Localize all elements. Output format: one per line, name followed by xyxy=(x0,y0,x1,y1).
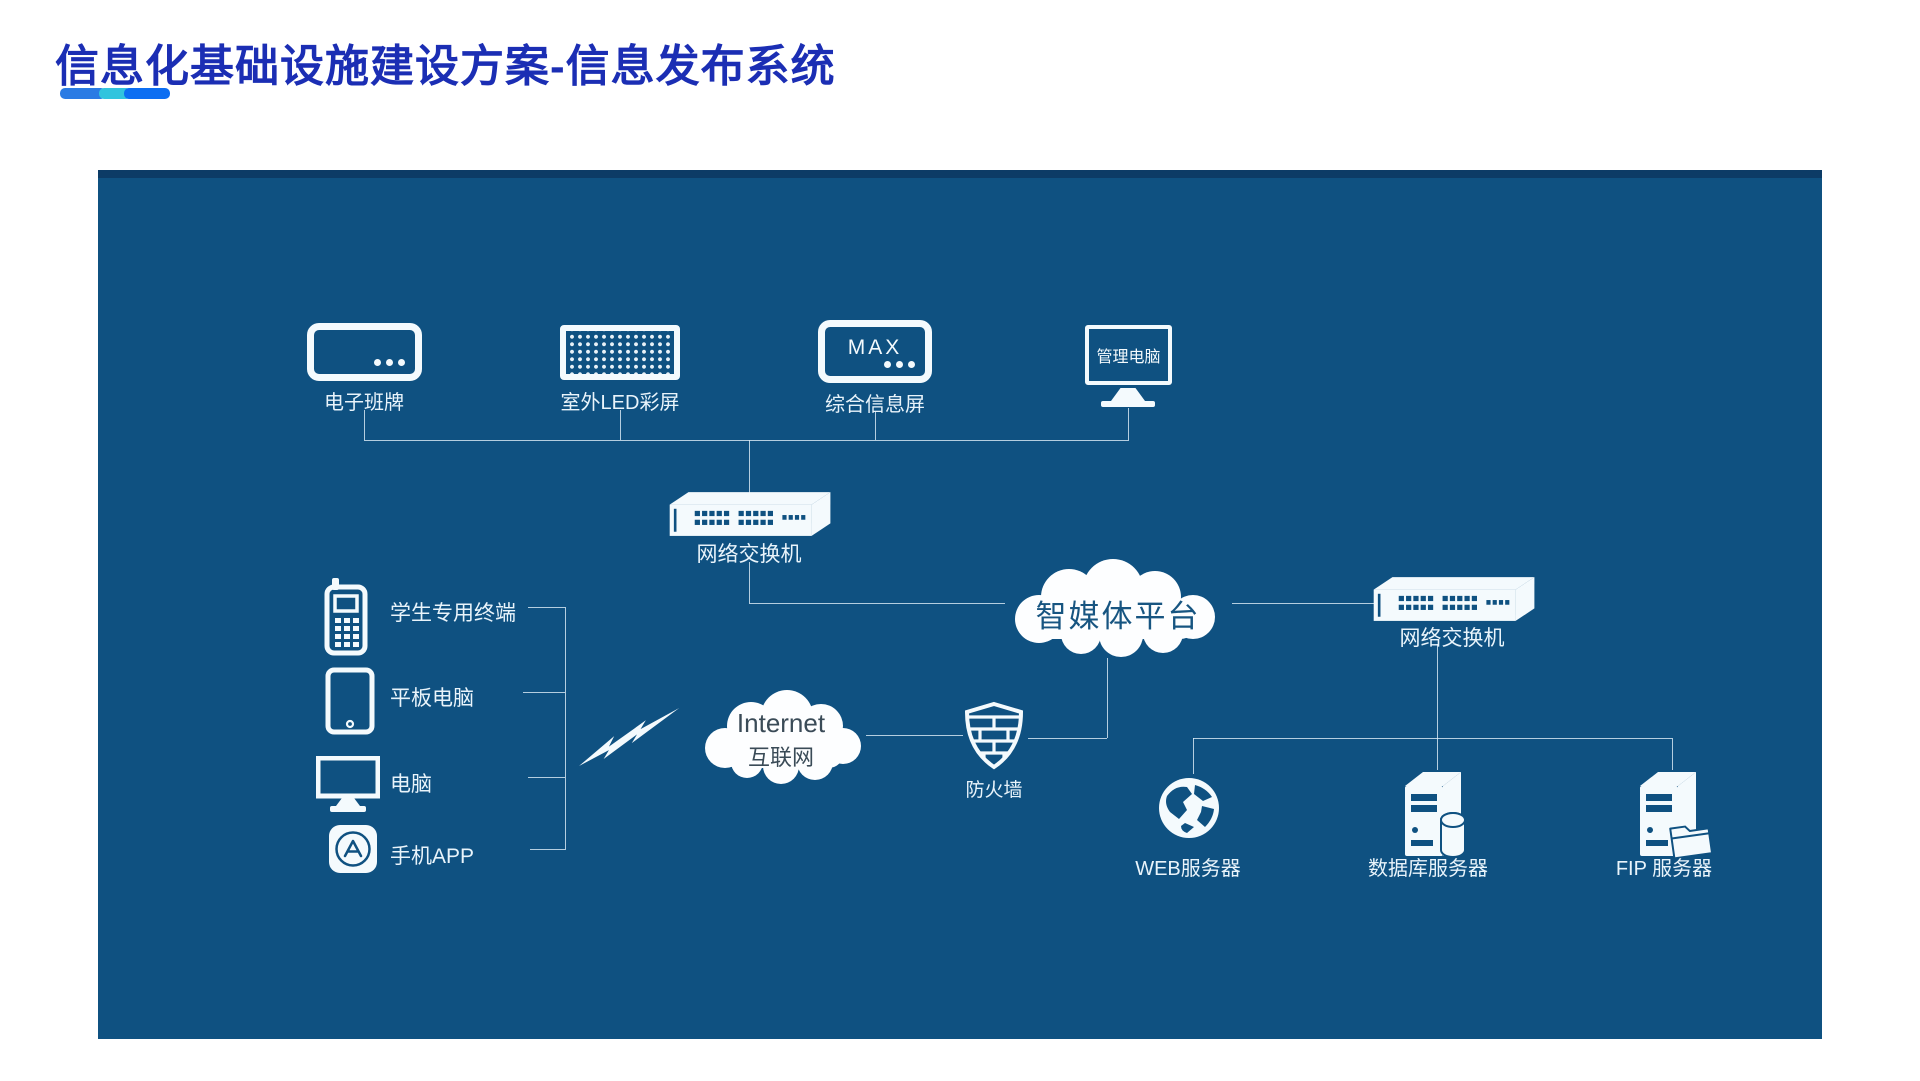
firewall-shield-icon xyxy=(964,701,1024,770)
cloud-icon xyxy=(705,690,861,784)
panel-top-strip xyxy=(98,170,1822,178)
mobile-phone-icon xyxy=(324,578,368,656)
connector-line xyxy=(749,603,1005,604)
globe-icon xyxy=(1159,778,1219,838)
connector-line xyxy=(565,607,566,850)
connector-line xyxy=(530,849,565,850)
connector-line xyxy=(875,412,876,440)
network-switch-icon xyxy=(664,490,834,538)
switch-label: 网络交换机 xyxy=(696,543,802,566)
platform-cloud: 智媒体平台 xyxy=(1003,555,1233,659)
connector-line xyxy=(749,440,750,494)
connector-line xyxy=(1193,738,1194,774)
connector-line xyxy=(1107,658,1108,738)
connector-line xyxy=(1028,738,1107,739)
internet-cloud: Internet 互联网 xyxy=(695,682,867,788)
firewall-label: 防火墙 xyxy=(965,780,1023,801)
underline-segment xyxy=(99,88,131,99)
connector-line xyxy=(364,410,365,440)
connector-line xyxy=(364,440,1129,441)
internet-cloud-label-cn: 互联网 xyxy=(747,745,814,770)
connector-line xyxy=(1672,738,1673,770)
client-label: 手机APP xyxy=(390,845,475,868)
connector-line xyxy=(749,562,750,603)
switch-label: 网络交换机 xyxy=(1399,627,1505,650)
connector-line xyxy=(1437,738,1438,770)
client-label: 平板电脑 xyxy=(390,687,474,710)
network-switch-icon xyxy=(1368,575,1538,623)
title-underline xyxy=(60,88,170,99)
connector-line xyxy=(1437,644,1438,738)
info-screen-icon: MAX xyxy=(818,320,932,383)
network-diagram: 电子班牌 室外LED彩屏 MAX 综合信息屏 管理电脑 网络交换机 xyxy=(98,170,1822,1039)
monitor-stand xyxy=(1111,388,1145,401)
underline-segment xyxy=(124,88,170,99)
connector-line xyxy=(620,410,621,440)
platform-cloud-label: 智媒体平台 xyxy=(1035,599,1201,634)
app-store-icon xyxy=(329,825,377,873)
management-pc-label: 管理电脑 xyxy=(1096,349,1161,366)
connector-line xyxy=(1232,603,1385,604)
underline-segment xyxy=(60,88,106,99)
database-server-icon xyxy=(1395,768,1466,858)
device-label: 室外LED彩屏 xyxy=(560,392,680,414)
lightning-icon xyxy=(579,708,680,766)
server-label: FIP 服务器 xyxy=(1615,858,1713,880)
client-label: 学生专用终端 xyxy=(390,602,516,625)
connector-line xyxy=(866,735,963,736)
server-label: 数据库服务器 xyxy=(1368,858,1488,880)
class-board-icon xyxy=(307,323,422,381)
led-screen-icon xyxy=(560,325,680,380)
management-pc-icon: 管理电脑 xyxy=(1085,325,1172,385)
monitor-base xyxy=(1101,401,1155,407)
cloud-icon xyxy=(1015,559,1215,657)
server-label: WEB服务器 xyxy=(1135,858,1241,880)
desktop-icon xyxy=(316,756,380,812)
connector-line xyxy=(523,692,565,693)
info-screen-text: MAX xyxy=(847,336,903,359)
tablet-icon xyxy=(325,667,375,735)
connector-line xyxy=(1193,738,1672,739)
board-dots xyxy=(884,361,915,368)
device-label: 综合信息屏 xyxy=(825,394,925,416)
internet-cloud-label: Internet xyxy=(736,708,826,738)
connector-line xyxy=(1128,408,1129,440)
page-title: 信息化基础设施建设方案-信息发布系统 xyxy=(55,42,836,91)
device-label: 电子班牌 xyxy=(324,392,404,414)
client-label: 电脑 xyxy=(390,773,432,796)
board-dots xyxy=(374,359,405,366)
connector-line xyxy=(528,607,565,608)
connector-line xyxy=(528,777,565,778)
ftp-server-icon xyxy=(1630,768,1714,860)
